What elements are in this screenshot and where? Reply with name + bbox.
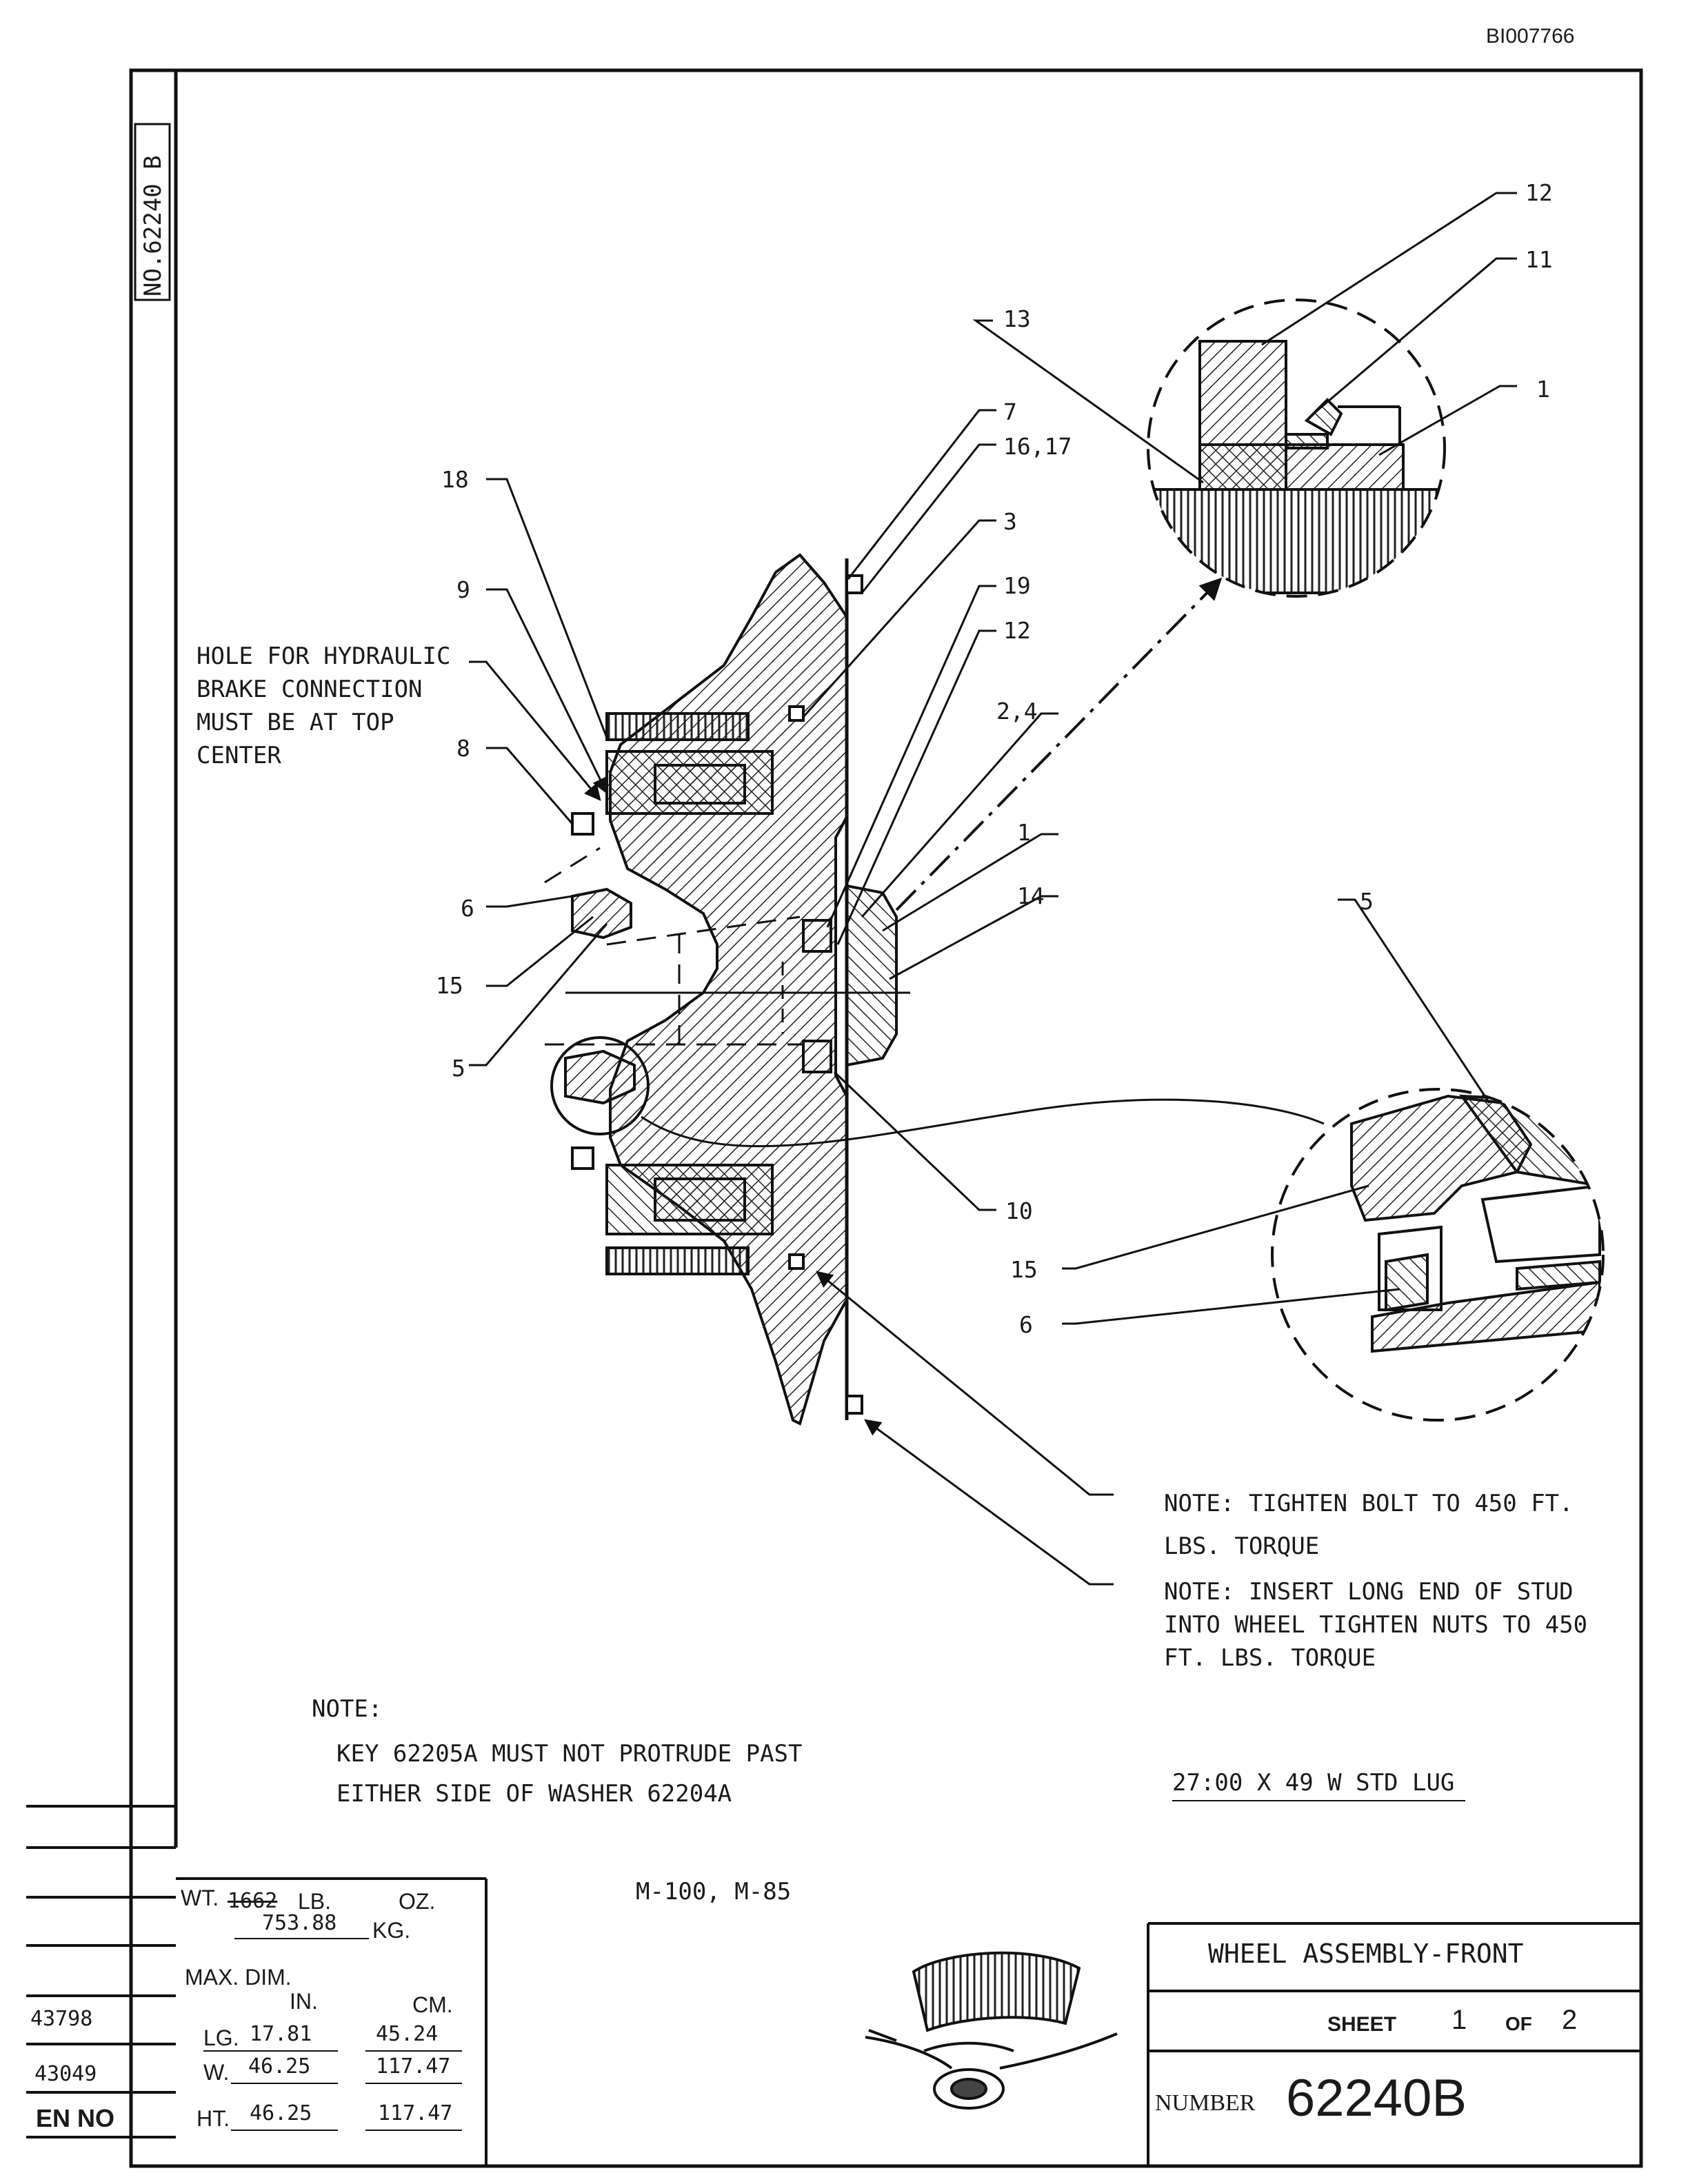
w-in-value: 46.25 [248, 2054, 311, 2079]
detail-label-1: 1 [1536, 376, 1550, 403]
detail-label-11: 11 [1525, 246, 1553, 273]
drawing-border [129, 68, 1643, 2168]
ht-cm-value: 117.47 [378, 2101, 453, 2125]
w-cm-value: 117.47 [376, 2054, 451, 2079]
stud-note-line-2: INTO WHEEL TIGHTEN NUTS TO 450 [1164, 1611, 1588, 1639]
key-note-line-1: KEY 62205A MUST NOT PROTRUDE PAST [336, 1740, 803, 1768]
hole-note-line-2: BRAKE CONNECTION [197, 676, 423, 703]
tire-spec: 27:00 X 49 W STD LUG [1172, 1769, 1455, 1797]
lg-in-value: 17.81 [250, 2022, 312, 2046]
key-note-heading: NOTE: [312, 1695, 383, 1723]
kg-label: KG. [372, 1918, 411, 1943]
wt-lb-value: 1662 [228, 1889, 278, 1913]
revision-row-1: 43798 [30, 2007, 93, 2031]
ht-label: HT. [197, 2106, 230, 2131]
drawing-title: WHEEL ASSEMBLY-FRONT [1208, 1939, 1524, 1969]
detail-leader-dashdot [895, 577, 1223, 911]
hole-note-line-3: MUST BE AT TOP [197, 709, 394, 736]
detail-label-6: 6 [1019, 1311, 1033, 1338]
detail-view-top [1147, 299, 1446, 598]
wheel-section [564, 553, 898, 1426]
part-label-2-4: 2,4 [996, 698, 1038, 725]
drawing-no-frame [134, 123, 171, 301]
part-label-19: 19 [1003, 572, 1031, 599]
sheet-number: 1 [1451, 2005, 1467, 2035]
part-label-16-17: 16,17 [1003, 433, 1072, 460]
part-label-5: 5 [452, 1055, 465, 1082]
detail-view-bottom [1271, 1088, 1605, 1422]
detail-leader-curve [641, 1098, 1325, 1148]
hole-note-line-4: CENTER [197, 742, 281, 769]
drawing-number-vertical: NO.62240 B [139, 155, 167, 296]
part-label-14: 14 [1017, 882, 1045, 909]
sheet-total: 2 [1562, 2005, 1578, 2035]
stud-note-line-1: NOTE: INSERT LONG END OF STUD [1164, 1578, 1574, 1606]
leader-lines [469, 192, 1517, 1586]
hole-note: HOLE FOR HYDRAULIC BRAKE CONNECTION MUST… [197, 640, 450, 772]
part-label-12: 12 [1003, 617, 1031, 644]
title-block-frame [1147, 1922, 1641, 2166]
weight-block-frame [176, 1877, 488, 2166]
wt-kg-value: 753.88 [262, 1911, 337, 1935]
key-note: KEY 62205A MUST NOT PROTRUDE PAST EITHER… [336, 1734, 803, 1814]
part-label-13: 13 [1003, 305, 1031, 332]
sheet-label: SHEET [1327, 2013, 1397, 2036]
of-label: OF [1505, 2013, 1532, 2034]
part-label-18: 18 [441, 466, 469, 493]
bolt-note-line-2: LBS. TORQUE [1164, 1533, 1320, 1560]
max-dim-label: MAX. DIM. [185, 1965, 292, 1990]
stud-torque-note: NOTE: INSERT LONG END OF STUD INTO WHEEL… [1164, 1575, 1587, 1675]
lg-label: LG. [203, 2025, 239, 2050]
document-id: BI007766 [1486, 25, 1575, 48]
part-label-8: 8 [456, 735, 470, 762]
bolt-torque-note: NOTE: TIGHTEN BOLT TO 450 FT. LBS. TORQU… [1164, 1482, 1574, 1568]
detail-label-15: 15 [1010, 1256, 1038, 1283]
oz-label: OZ. [399, 1889, 436, 1914]
models: M-100, M-85 [636, 1878, 792, 1905]
revision-row-2: 43049 [34, 2062, 97, 2086]
part-label-6: 6 [461, 895, 474, 922]
key-note-line-2: EITHER SIDE OF WASHER 62204A [336, 1780, 732, 1808]
wt-label: WT. [181, 1885, 219, 1910]
part-label-1: 1 [1017, 819, 1031, 846]
part-label-10: 10 [1005, 1197, 1033, 1224]
cm-label: CM. [412, 1992, 453, 2017]
part-label-7: 7 [1003, 398, 1017, 425]
number-label: NUMBER [1155, 2090, 1256, 2116]
in-label: IN. [290, 1989, 318, 2014]
lb-label: LB. [298, 1889, 332, 1914]
detail-label-12: 12 [1525, 179, 1553, 206]
part-label-9: 9 [456, 576, 470, 603]
drawing-number: 62240B [1286, 2069, 1467, 2127]
hole-note-line-1: HOLE FOR HYDRAULIC [197, 643, 451, 670]
stud-note-line-3: FT. LBS. TORQUE [1164, 1644, 1376, 1672]
part-label-15: 15 [436, 972, 463, 999]
w-label: W. [203, 2060, 230, 2085]
revision-lines [26, 1805, 176, 2138]
revision-footer: EN NO [36, 2104, 115, 2132]
axle-lines [544, 847, 910, 1051]
ht-in-value: 46.25 [250, 2101, 312, 2125]
company-logo [865, 1951, 1118, 2110]
bolt-note-line-1: NOTE: TIGHTEN BOLT TO 450 FT. [1164, 1490, 1574, 1517]
part-label-3: 3 [1003, 508, 1017, 535]
lg-cm-value: 45.24 [376, 2022, 439, 2046]
detail-label-5: 5 [1360, 888, 1374, 915]
detail-circle-marker [550, 1036, 650, 1135]
